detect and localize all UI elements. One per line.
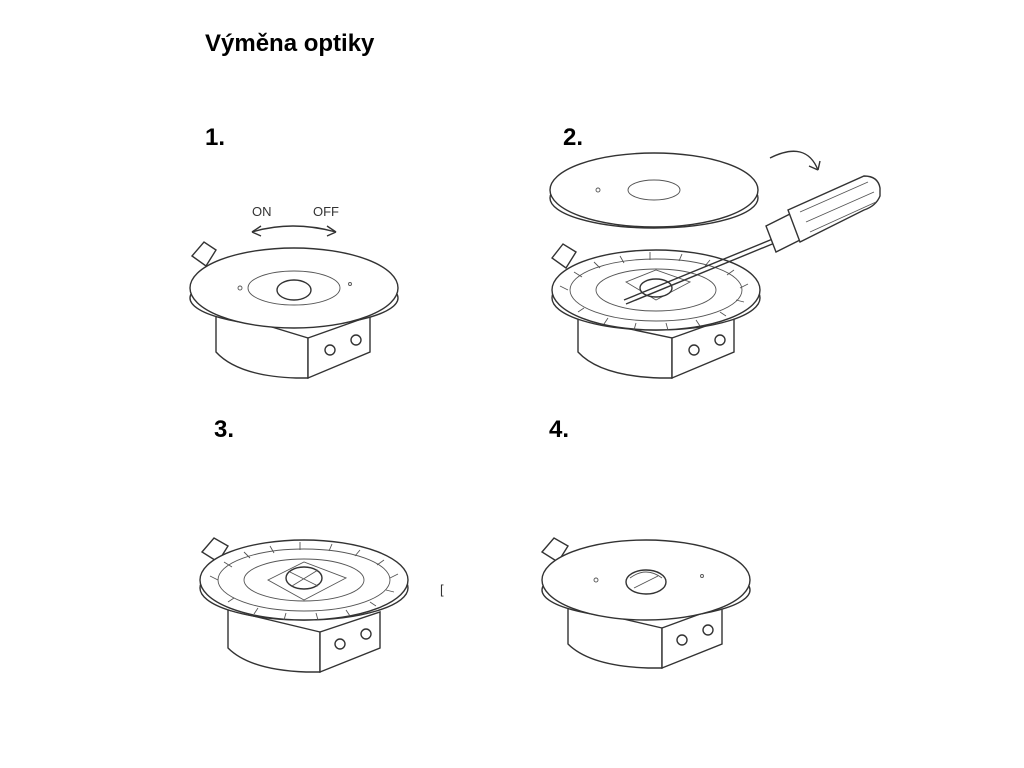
rotate-arrow-icon [769,150,821,171]
double-arrow-icon [251,225,337,237]
sensor-with-new-optic-icon [540,537,751,670]
step-4-number: 4. [549,416,570,443]
switch-off-label: OFF [313,204,339,219]
step-1-number: 1. [205,124,226,151]
stray-mark: [ [440,582,444,597]
page-title: Výměna optiky [205,30,375,57]
switch-on-label: ON [252,204,272,219]
screwdriver-removing-cover-icon [549,150,881,380]
step-2-number: 2. [563,124,584,151]
sensor-without-cover-icon: [ [199,537,444,674]
step-3-number: 3. [214,416,235,443]
sensor-with-switch-arrow-icon: ON OFF [189,204,399,380]
